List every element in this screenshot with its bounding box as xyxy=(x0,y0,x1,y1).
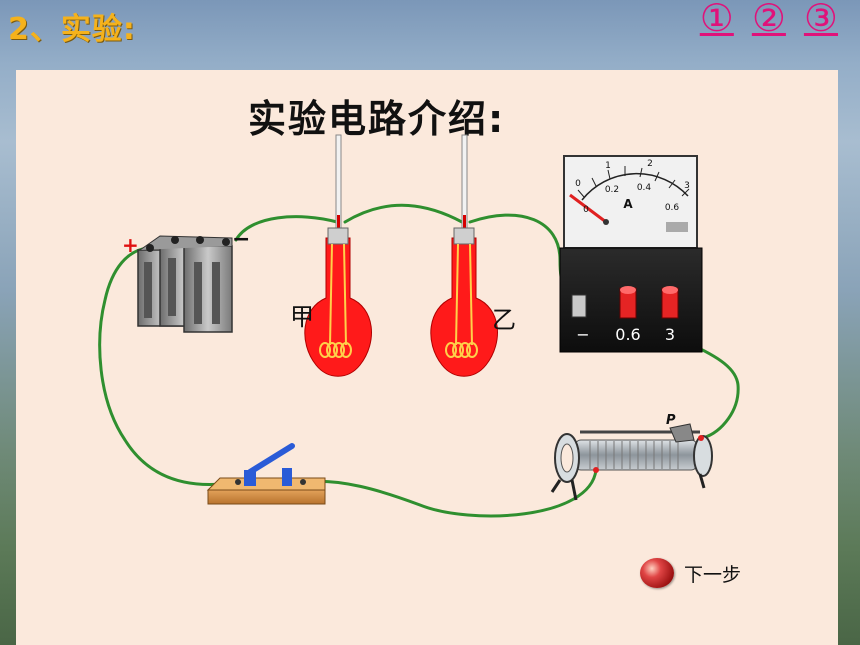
terminal-3: 3 xyxy=(665,325,675,344)
wire-flask-left-to-flask-right xyxy=(343,203,464,224)
scale-top-0: 0 xyxy=(575,179,581,189)
scale-bottom-3: 0.6 xyxy=(665,203,680,213)
diagram-title: 实验电路介绍: xyxy=(248,97,506,141)
knife-switch xyxy=(206,443,326,505)
wire-rheostat-to-switch xyxy=(301,468,598,518)
section-heading: 2、实验: xyxy=(8,12,136,47)
ammeter xyxy=(559,155,703,353)
step-link-3[interactable]: ③ xyxy=(803,0,838,40)
ammeter-unit: A xyxy=(623,197,633,211)
scale-top-2: 2 xyxy=(647,159,653,169)
terminal-0-6: 0.6 xyxy=(615,325,640,344)
scale-top-3: 3 xyxy=(684,181,690,191)
scale-bottom-2: 0.4 xyxy=(637,183,652,193)
scale-top-1: 1 xyxy=(605,161,611,171)
flask-left-label: 甲 xyxy=(290,303,314,331)
scale-bottom-0: 0 xyxy=(583,205,589,215)
scale-bottom-1: 0.2 xyxy=(605,185,619,195)
wire-switch-to-battery xyxy=(98,246,240,486)
step-link-1[interactable]: ① xyxy=(699,0,734,40)
step-link-2[interactable]: ② xyxy=(751,0,786,40)
next-step-button[interactable]: 下一步 xyxy=(640,558,741,588)
wire-battery-to-flask-left xyxy=(234,215,339,242)
battery-minus: − xyxy=(232,227,250,252)
step-links: ① ② ③ xyxy=(700,0,838,40)
battery-plus: + xyxy=(122,233,139,257)
flask-left xyxy=(304,134,372,377)
rheostat-slider-label: P xyxy=(666,413,676,428)
ammeter-scale: 0 1 2 3 0 0.2 0.4 0.6 A xyxy=(575,159,690,215)
next-step-label: 下一步 xyxy=(684,563,742,586)
terminal-minus: − xyxy=(576,325,589,344)
battery xyxy=(137,235,233,333)
rheostat xyxy=(550,423,713,501)
content-panel xyxy=(16,70,838,645)
flask-right-label: 乙 xyxy=(492,306,516,334)
flask-right xyxy=(430,134,498,377)
ammeter-terminals: − 0.6 3 xyxy=(576,325,675,344)
next-ball-icon xyxy=(640,558,674,588)
